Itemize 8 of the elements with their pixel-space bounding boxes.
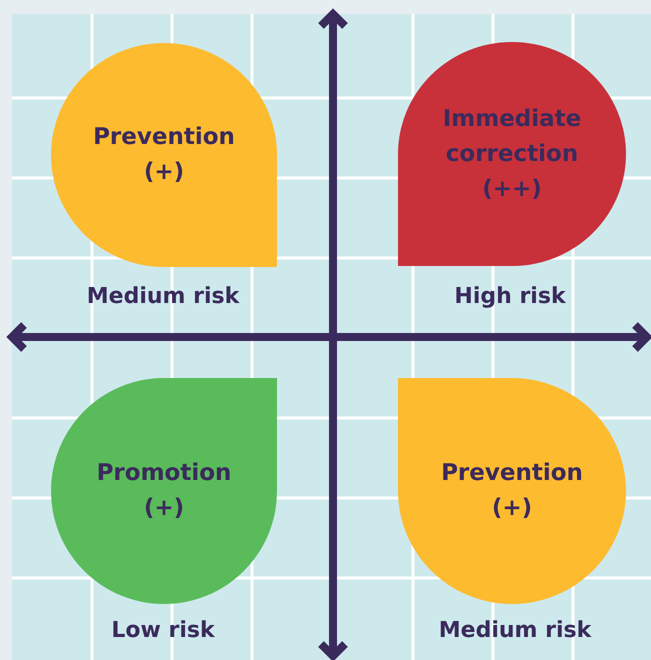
quadrant-label: Prevention (+) [92,123,236,187]
risk-label: High risk [454,284,566,309]
risk-label: Low risk [111,618,215,643]
risk-label: Medium risk [438,618,592,643]
risk-label: Medium risk [86,284,240,309]
quadrant-label: Prevention (+) [440,459,584,523]
quadrant-label: Immediate correction (++) [442,104,582,204]
quadrant-label: Promotion (+) [96,459,232,523]
